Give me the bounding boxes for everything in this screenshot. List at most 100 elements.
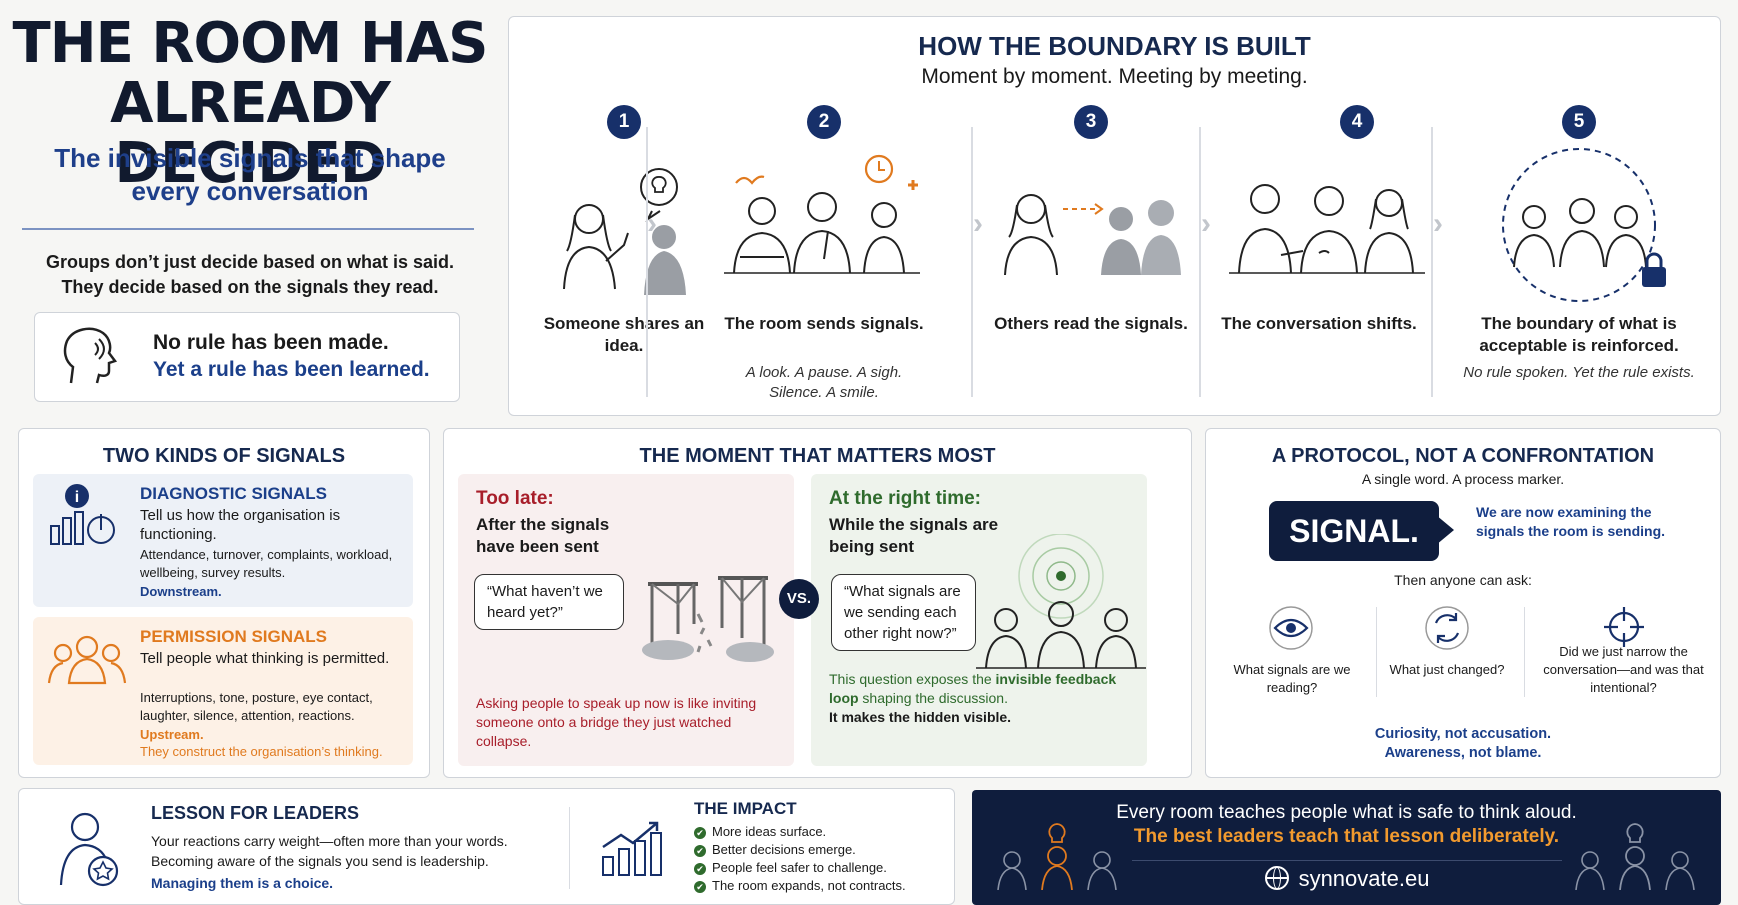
badge-pointer: [1436, 515, 1454, 545]
check-icon: ✔: [694, 881, 706, 893]
right-time-sub: While the signals are being sent: [829, 515, 999, 556]
too-late-sub: After the signals have been sent: [476, 515, 610, 556]
step-label: The conversation shifts.: [1221, 314, 1417, 333]
too-late-box: Too late: After the signals have been se…: [458, 474, 794, 766]
ask-label: Then anyone can ask:: [1394, 572, 1532, 588]
cycle-arrows-icon: [1425, 606, 1469, 650]
impact-title: THE IMPACT: [694, 799, 797, 818]
signal-badge: SIGNAL.: [1269, 501, 1439, 561]
question-1: What signals are we reading?: [1233, 662, 1351, 695]
diagnostic-list: Attendance, turnover, complaints, worklo…: [140, 547, 393, 580]
lesson-title: LESSON FOR LEADERS: [151, 803, 360, 823]
too-late-quote: “What haven’t we heard yet?”: [474, 574, 624, 630]
boundary-section: HOW THE BOUNDARY IS BUILT Moment by mome…: [508, 16, 1721, 416]
check-icon: ✔: [694, 827, 706, 839]
crosshair-icon: [1604, 607, 1644, 647]
lightbulb-icon: [1626, 823, 1644, 843]
two-kinds-section: TWO KINDS OF SIGNALS i DIAGNOSTIC SIGNAL…: [18, 428, 430, 778]
right-time-foot-emphasis: It makes the hidden visible.: [829, 709, 1012, 725]
section-subtitle: A single word. A process marker.: [1361, 471, 1565, 487]
divider: [569, 807, 570, 889]
right-time-quote: “What signals are we sending each other …: [831, 574, 976, 651]
step-note: No rule spoken. Yet the rule exists.: [1463, 364, 1695, 381]
check-icon: ✔: [694, 863, 706, 875]
permission-list: Interruptions, tone, posture, eye contac…: [140, 690, 373, 723]
step-note: A look. A pause. A sigh. Silence. A smil…: [745, 364, 903, 401]
rule-line-2: Yet a rule has been learned.: [153, 358, 430, 381]
footer-line-2: The best leaders teach that lesson delib…: [1133, 826, 1560, 847]
chevron-right-icon: ›: [1433, 207, 1443, 240]
divider: [1132, 860, 1562, 861]
step-1: 1 Someone shares an idea.: [524, 105, 724, 405]
section-title: TWO KINDS OF SIGNALS: [102, 445, 346, 467]
step-label: The boundary of what is acceptable is re…: [1479, 314, 1679, 355]
question-3: Did we just narrow the conversation—and …: [1543, 644, 1704, 695]
lock-icon: [1642, 252, 1666, 287]
permission-title: PERMISSION SIGNALS: [140, 627, 328, 646]
right-time-heading: At the right time:: [829, 488, 981, 509]
chevron-right-icon: ›: [647, 207, 657, 240]
growth-chart-icon: [602, 821, 662, 876]
leader-badge-icon: [59, 812, 119, 887]
eye-icon: [1269, 606, 1313, 650]
impact-item: ✔Better decisions emerge.: [694, 841, 856, 859]
divider: [1524, 607, 1525, 697]
lightbulb-icon: [651, 176, 667, 193]
permission-foot: Upstream.: [140, 727, 204, 742]
step-label: The room sends signals.: [724, 314, 924, 333]
chevron-right-icon: ›: [1201, 207, 1211, 240]
conversation-shifting-illustration: [1229, 184, 1425, 274]
too-late-foot: Asking people to speak up now is like in…: [476, 695, 757, 749]
step-number: 5: [1562, 105, 1596, 139]
step-number: 1: [607, 105, 641, 139]
divider: [22, 228, 474, 230]
impact-item: ✔People feel safer to challenge.: [694, 859, 887, 877]
question-2: What just changed?: [1389, 662, 1505, 677]
step-number: 3: [1074, 105, 1108, 139]
step-3: 3 Others read the signals.: [981, 105, 1201, 405]
rule-line-1: No rule has been made.: [153, 331, 389, 354]
permission-signals-box: PERMISSION SIGNALS Tell people what thin…: [33, 617, 413, 765]
diagnostic-foot: Downstream.: [140, 584, 222, 599]
step-label: Someone shares an idea.: [543, 314, 705, 355]
group-people-icon: [47, 635, 127, 685]
lessons-section: LESSON FOR LEADERS Your reactions carry …: [18, 788, 955, 905]
chart-info-icon: i: [50, 484, 115, 545]
step-2: 2 The room sends signals. A look. A paus…: [709, 105, 939, 405]
impact-item: ✔More ideas surface.: [694, 823, 826, 841]
divider: [971, 127, 973, 397]
page-title: THE ROOM HAS ALREADY DECIDED: [12, 11, 489, 196]
diagnostic-signals-box: i DIAGNOSTIC SIGNALS Tell us how the org…: [33, 474, 413, 607]
step-label: Others read the signals.: [994, 314, 1188, 333]
section-title: A PROTOCOL, NOT A CONFRONTATION: [1271, 445, 1655, 467]
impact-item: ✔The room expands, not contracts.: [694, 877, 906, 895]
intro-text: Groups don’t just decide based on what i…: [45, 252, 455, 297]
step-number: 2: [807, 105, 841, 139]
step-number: 4: [1340, 105, 1374, 139]
rule-learned-callout: No rule has been made. Yet a rule has be…: [34, 312, 460, 402]
vs-badge: VS.: [779, 579, 819, 619]
divider: [646, 127, 648, 397]
step-5: 5 The boundary of what is acceptable is …: [1444, 105, 1714, 405]
page-subtitle: The invisible signals that shape every c…: [54, 143, 446, 206]
globe-icon: [1264, 866, 1289, 890]
chevron-right-icon: ›: [973, 207, 983, 240]
signal-waves-meeting-illustration: [976, 534, 1146, 669]
right-time-box: At the right time: While the signals are…: [811, 474, 1147, 766]
section-title: THE MOMENT THAT MATTERS MOST: [639, 445, 996, 467]
boundary-circle-illustration: [1502, 148, 1666, 302]
diagnostic-desc: Tell us how the organisation is function…: [140, 507, 341, 543]
permission-foot-2: They construct the organisation’s thinki…: [140, 744, 383, 759]
website-link[interactable]: synnovate.eu: [1232, 866, 1462, 892]
permission-desc: Tell people what thinking is permitted.: [140, 650, 390, 667]
check-icon: ✔: [694, 845, 706, 857]
divider: [1431, 127, 1433, 397]
collapsing-bridge-illustration: [642, 576, 774, 662]
lightbulb-icon: [1048, 823, 1066, 843]
others-reading-signals-illustration: [1004, 194, 1181, 276]
step-4: 4 The conversation shifts.: [1209, 105, 1429, 405]
right-time-foot: This question exposes the invisible feed…: [829, 671, 1117, 706]
moment-section: THE MOMENT THAT MATTERS MOST Too late: A…: [443, 428, 1192, 778]
person-sharing-idea-illustration: [563, 168, 686, 295]
section-title: HOW THE BOUNDARY IS BUILT: [918, 31, 1311, 61]
